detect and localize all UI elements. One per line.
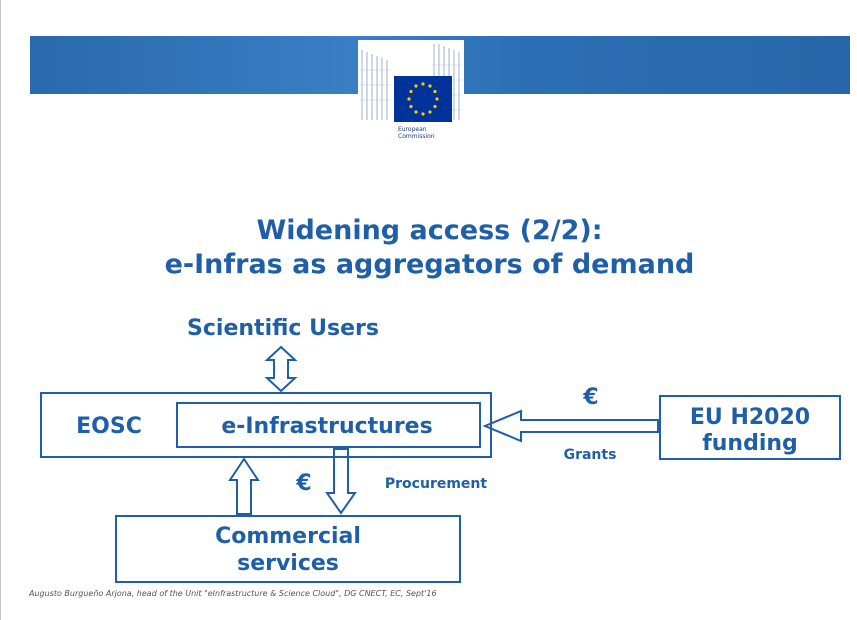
logo-caption-line1: European xyxy=(398,126,427,133)
logo-caption: European Commission xyxy=(398,126,468,140)
euro-top-label: € xyxy=(582,385,598,410)
eosc-label: EOSC xyxy=(76,414,142,439)
commercial-label-line2: services xyxy=(237,551,339,576)
grants-arrow xyxy=(482,409,659,443)
commercial-to-eosc-arrow xyxy=(228,457,260,515)
eu-flag-icon xyxy=(394,76,452,122)
eu-funding-label-line2: funding xyxy=(702,431,798,456)
e-infrastructures-label: e-Infrastructures xyxy=(221,414,432,439)
eu-funding-label-line1: EU H2020 xyxy=(690,405,810,430)
scientific-users-label: Scientific Users xyxy=(187,316,379,341)
eosc-box xyxy=(40,392,492,458)
slide-title: Widening access (2/2): e-Infras as aggre… xyxy=(1,214,857,282)
procurement-arrow xyxy=(325,448,357,515)
eu-funding-box xyxy=(659,395,841,460)
procurement-label: Procurement xyxy=(385,476,487,492)
users-double-arrow xyxy=(264,345,298,393)
slide-title-line2: e-Infras as aggregators of demand xyxy=(164,249,695,280)
commercial-services-box xyxy=(115,515,461,583)
grants-label: Grants xyxy=(564,447,617,463)
european-commission-logo: European Commission xyxy=(358,40,464,142)
e-infrastructures-box xyxy=(176,402,481,448)
euro-bottom-label: € xyxy=(295,471,311,496)
logo-caption-line2: Commission xyxy=(398,133,435,140)
slide-title-line1: Widening access (2/2): xyxy=(256,215,603,246)
footer-credit: Augusto Burgueño Arjona, head of the Uni… xyxy=(29,589,437,598)
commercial-label-line1: Commercial xyxy=(215,524,361,549)
eu-stars-icon xyxy=(407,82,439,116)
